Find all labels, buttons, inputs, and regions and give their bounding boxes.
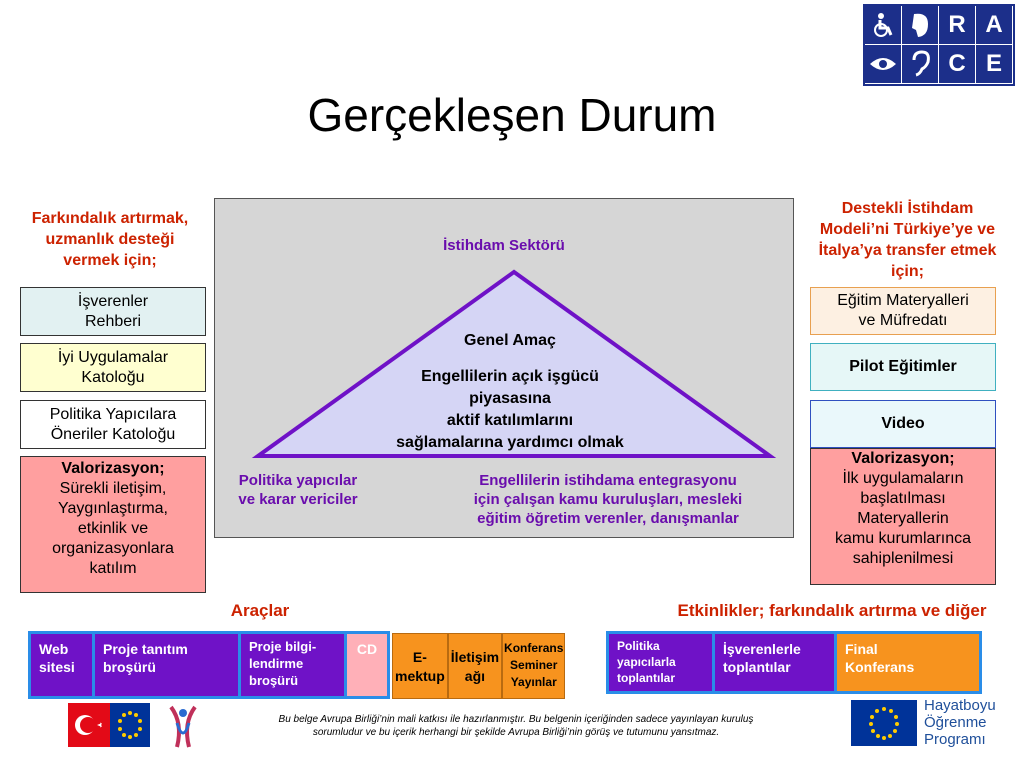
final-conference-activity: Final Konferans: [837, 634, 979, 691]
wheelchair-icon: [865, 6, 901, 44]
institutions-label: Engellilerin istihdama entegrasyonu için…: [473, 472, 743, 527]
left-valorization-box: Valorizasyon; Sürekli iletişim, Yaygınla…: [20, 456, 206, 593]
logo-letter-r: R: [939, 6, 975, 44]
employment-sector-panel: [214, 198, 794, 538]
ear-icon: [902, 45, 938, 83]
project-brochure-tool: Proje tanıtım broşürü: [95, 634, 241, 696]
employer-meetings-activity: İşverenlerle toplantılar: [715, 634, 837, 691]
general-goal: Genel Amaç Engellilerin açık işgücü piya…: [396, 332, 624, 451]
logo-letter-c: C: [939, 45, 975, 83]
page-title: Gerçekleşen Durum: [307, 89, 717, 141]
policy-makers-label: Politika yapıcılar ve karar vericiler: [238, 472, 358, 508]
logo-letter-a: A: [976, 6, 1012, 44]
employers-guide-box: İşverenler Rehberi: [20, 287, 206, 336]
policy-recommendations-box: Politika Yapıcılara Öneriler Katoloğu: [20, 400, 206, 449]
info-brochure-tool: Proje bilgi- lendirme broşürü: [241, 634, 347, 696]
conference-tool: Konferans Seminer Yayınlar: [502, 633, 566, 699]
goal-triangle: [251, 269, 777, 458]
policy-meetings-activity: Politika yapıcılarla toplantılar: [609, 634, 715, 691]
email-tool: E- mektup: [392, 633, 448, 699]
turkey-flag-icon: [68, 703, 110, 747]
website-tool: Web sitesi: [31, 634, 95, 696]
network-tool: İletişim ağı: [447, 633, 503, 699]
good-practices-box: İyi Uygulamalar Katoloğu: [20, 343, 206, 392]
tools-bar-2: E- mektup İletişim ağı Konferans Seminer…: [392, 633, 566, 699]
tools-bar: Web sitesi Proje tanıtım broşürü Proje b…: [28, 631, 390, 699]
activities-label: Etkinlikler; farkındalık artırma ve diğe…: [677, 601, 987, 620]
training-materials-box: Eğitim Materyalleri ve Müfredatı: [810, 287, 996, 335]
sector-label: İstihdam Sektörü: [443, 237, 565, 254]
right-valorization-box: Valorizasyon; İlk uygulamaların başlatıl…: [810, 448, 996, 585]
pilot-trainings-box: Pilot Eğitimler: [810, 343, 996, 391]
logo-letter-e: E: [976, 45, 1012, 83]
video-box: Video: [810, 400, 996, 448]
tools-label: Araçlar: [230, 601, 290, 620]
lifelong-learning-logo: Hayatboyu Öğrenme Programı: [924, 697, 996, 748]
left-heading: Farkındalık artırmak, uzmanlık desteği v…: [31, 210, 189, 269]
eu-flag-icon: [110, 703, 150, 747]
cd-tool: CD: [347, 634, 387, 696]
face-icon: [902, 6, 938, 44]
eu-programme-flag-icon: [851, 700, 917, 746]
disclaimer-text: Bu belge Avrupa Birliği’nin mali katkısı…: [278, 714, 754, 738]
right-heading: Destekli İstihdam Modeli’ni Türkiye’ye v…: [818, 200, 997, 280]
partner-logo-icon: [165, 703, 201, 751]
race-logo: R A C E: [863, 4, 1015, 86]
eye-icon: [865, 45, 901, 83]
activities-bar: Politika yapıcılarla toplantılar İşveren…: [606, 631, 982, 694]
